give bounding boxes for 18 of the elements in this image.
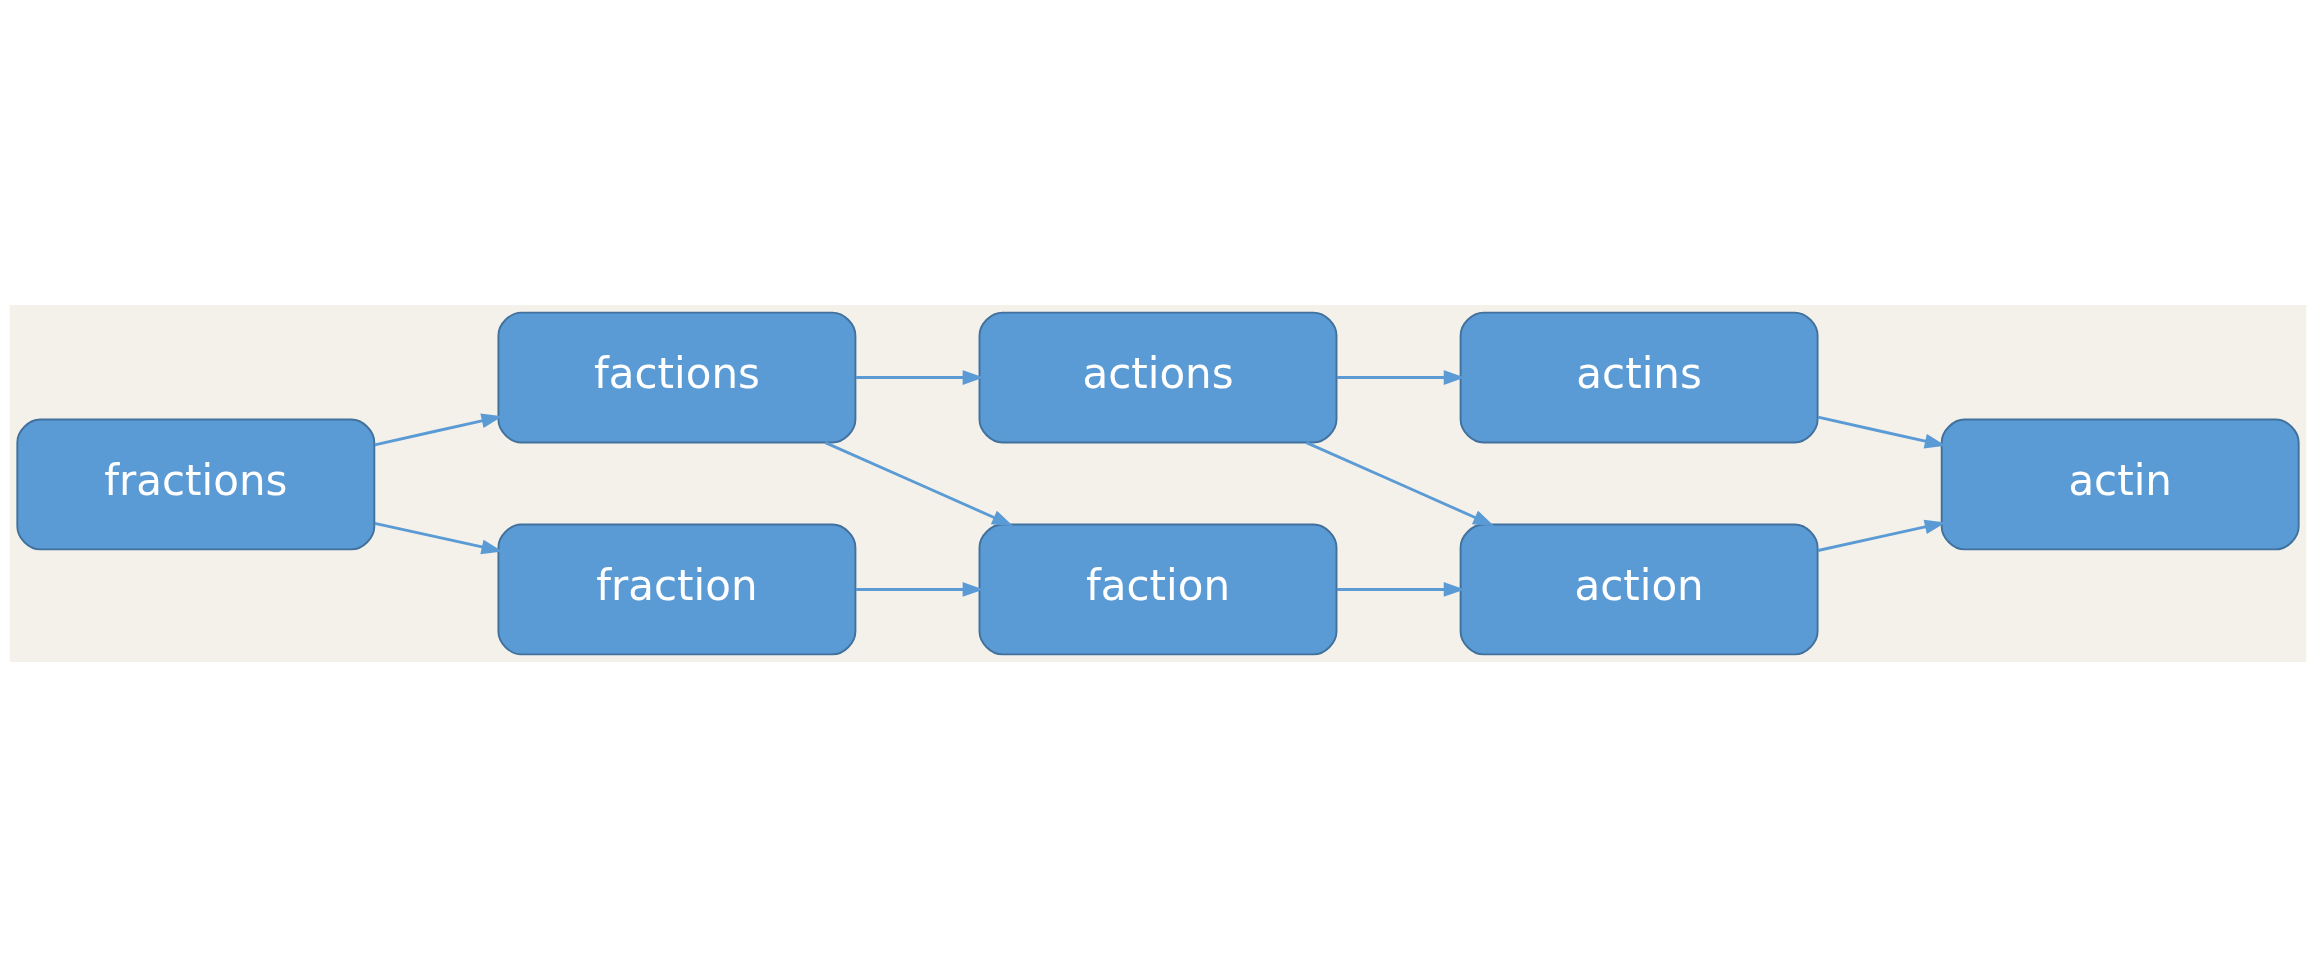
node-box: factions (497, 311, 857, 444)
arrow (855, 370, 984, 385)
node-box: fraction (497, 523, 857, 656)
arrow (374, 522, 503, 555)
arrow (1817, 415, 1946, 449)
node-box: action (1459, 523, 1819, 656)
node-box: actins (1459, 311, 1819, 444)
arrow (1817, 519, 1946, 552)
node-box: fractions (16, 418, 376, 551)
node-box: actin (1940, 418, 2300, 551)
arrow (1305, 441, 1495, 526)
node-box: actions (978, 311, 1338, 444)
arrow (1336, 582, 1465, 597)
arrow (855, 582, 984, 597)
arrow (1336, 370, 1465, 385)
arrow (374, 413, 503, 447)
node-box: faction (978, 523, 1338, 656)
arrow (824, 441, 1014, 526)
